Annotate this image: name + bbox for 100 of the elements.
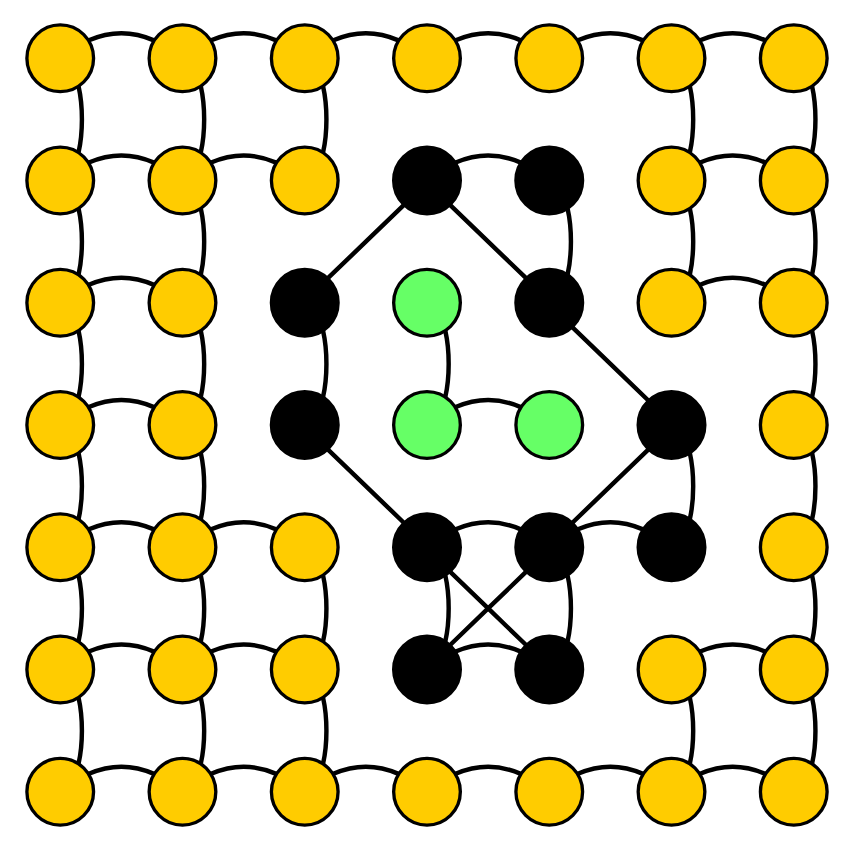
node-circle bbox=[636, 23, 707, 94]
connector bbox=[88, 275, 155, 287]
node-circle bbox=[147, 756, 218, 827]
connector bbox=[699, 153, 767, 165]
node-circle bbox=[147, 512, 218, 583]
connector bbox=[454, 31, 522, 43]
connector bbox=[699, 764, 767, 776]
node-circle bbox=[636, 512, 707, 583]
connector bbox=[443, 330, 451, 398]
connector bbox=[443, 575, 451, 642]
node-circle bbox=[514, 145, 585, 216]
connector bbox=[326, 203, 406, 281]
connector bbox=[570, 325, 651, 403]
node-circle bbox=[758, 145, 829, 216]
connector bbox=[809, 330, 818, 398]
node-circle bbox=[758, 634, 829, 705]
node-circle bbox=[147, 145, 218, 216]
connector bbox=[687, 452, 696, 520]
connector bbox=[76, 575, 85, 642]
connector bbox=[198, 86, 207, 153]
connector bbox=[809, 575, 818, 642]
node-circle bbox=[269, 634, 340, 705]
connector bbox=[76, 86, 85, 153]
connector bbox=[210, 764, 278, 776]
node-circle bbox=[269, 512, 340, 583]
connector bbox=[320, 575, 329, 642]
node-circle bbox=[269, 267, 340, 338]
node-circle bbox=[25, 145, 96, 216]
connector bbox=[570, 447, 651, 525]
connector bbox=[332, 31, 400, 43]
node-circle bbox=[636, 267, 707, 338]
node-circle bbox=[269, 23, 340, 94]
connector bbox=[320, 697, 329, 764]
node-circle bbox=[392, 267, 462, 338]
connector bbox=[809, 86, 818, 153]
connector bbox=[809, 697, 818, 764]
node-circle bbox=[758, 756, 829, 827]
connector bbox=[577, 31, 644, 43]
node-circle bbox=[758, 390, 829, 460]
node-circle bbox=[392, 634, 462, 705]
node-circle bbox=[25, 634, 96, 705]
connector bbox=[326, 447, 406, 525]
connector bbox=[76, 208, 85, 275]
node-circle bbox=[514, 634, 585, 705]
connector bbox=[198, 697, 207, 764]
connector bbox=[448, 570, 528, 647]
node-circle bbox=[392, 23, 462, 94]
connector bbox=[76, 697, 85, 764]
node-circle bbox=[147, 267, 218, 338]
connector bbox=[809, 452, 818, 520]
connector bbox=[210, 520, 278, 532]
connector bbox=[320, 330, 329, 398]
node-circle bbox=[392, 756, 462, 827]
node-circle bbox=[25, 512, 96, 583]
connector bbox=[88, 31, 155, 43]
connector bbox=[210, 31, 278, 43]
connector bbox=[210, 642, 278, 654]
node-circle bbox=[269, 390, 340, 460]
connector bbox=[809, 208, 818, 275]
node-circle bbox=[147, 634, 218, 705]
connector bbox=[577, 764, 644, 776]
connector bbox=[88, 397, 155, 410]
node-circle bbox=[392, 390, 462, 460]
node-circle bbox=[636, 634, 707, 705]
connector bbox=[88, 520, 155, 532]
connector bbox=[88, 764, 155, 776]
node-circle bbox=[269, 756, 340, 827]
connector bbox=[88, 642, 155, 654]
node-circle bbox=[25, 756, 96, 827]
node-circle bbox=[636, 145, 707, 216]
node-circle bbox=[392, 145, 462, 216]
node-circle bbox=[514, 512, 585, 583]
node-circle bbox=[392, 512, 462, 583]
connector bbox=[198, 575, 207, 642]
node-circle bbox=[25, 390, 96, 460]
node-circle bbox=[269, 145, 340, 216]
node-circle bbox=[147, 23, 218, 94]
connector bbox=[210, 153, 278, 165]
connector bbox=[320, 86, 329, 153]
connector bbox=[699, 31, 767, 43]
node-circle bbox=[514, 390, 585, 460]
connector bbox=[699, 275, 767, 287]
node-circle bbox=[25, 267, 96, 338]
node-circle bbox=[514, 267, 585, 338]
node-circle bbox=[636, 390, 707, 460]
connector bbox=[76, 452, 85, 520]
node-circle bbox=[758, 23, 829, 94]
node-circle bbox=[514, 23, 585, 94]
connector bbox=[454, 397, 522, 410]
connector bbox=[198, 330, 207, 398]
connector bbox=[198, 452, 207, 520]
connector bbox=[76, 330, 85, 398]
connector bbox=[454, 764, 522, 776]
connector bbox=[565, 575, 574, 642]
connector bbox=[88, 153, 155, 165]
connector bbox=[448, 203, 528, 281]
connector bbox=[687, 86, 696, 153]
node-circle bbox=[636, 756, 707, 827]
node-circle bbox=[25, 23, 96, 94]
connector bbox=[454, 153, 522, 165]
